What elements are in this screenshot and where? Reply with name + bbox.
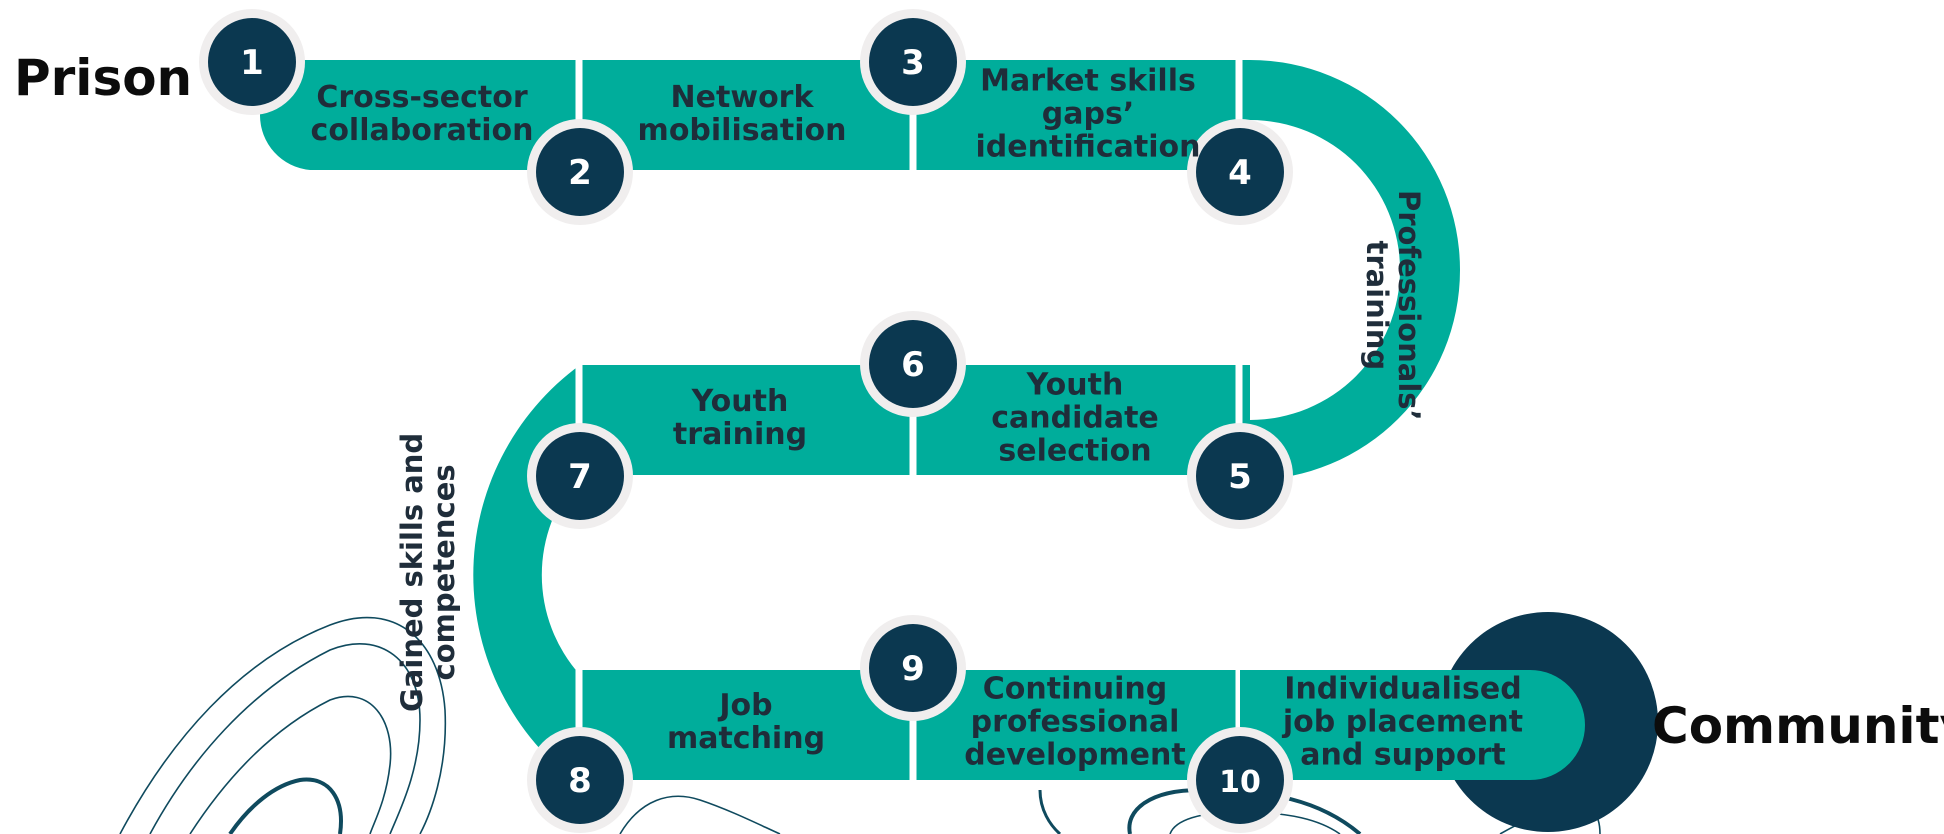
- step-6-label: Youth candidate selection: [991, 367, 1159, 469]
- start-label: Prison: [14, 49, 193, 107]
- step-4-marker: 4: [1187, 119, 1293, 225]
- step-2-label: Cross-sector collaboration: [310, 80, 534, 148]
- contour-line: [149, 643, 421, 834]
- road-middle-band: [473, 365, 1251, 785]
- step-7-label: Youth training: [672, 384, 808, 452]
- step-4-label: Market skills gaps’ identification: [975, 63, 1201, 165]
- step-marker-circle: [208, 18, 296, 106]
- step-marker-circle: [536, 736, 624, 824]
- end-label: Community: [1652, 697, 1944, 755]
- step-number: 9: [901, 649, 925, 689]
- step-number: 5: [1228, 457, 1252, 497]
- step-5-marker: 5: [1187, 423, 1293, 529]
- step-number: 10: [1219, 765, 1261, 800]
- step-8-label: Gained skills and competences: [395, 432, 461, 712]
- step-8-marker: 8: [527, 727, 633, 833]
- step-6-marker: 6: [860, 311, 966, 417]
- step-number: 7: [568, 457, 592, 497]
- step-number: 6: [901, 345, 925, 385]
- final-segment-label: Individualised job placement and support: [1282, 671, 1524, 773]
- step-marker-circle: [869, 320, 957, 408]
- contour-line: [1038, 789, 1062, 834]
- step-marker-circle: [1196, 128, 1284, 216]
- step-7-marker: 7: [527, 423, 633, 529]
- step-marker-circle: [536, 128, 624, 216]
- step-3-marker: 3: [860, 9, 966, 115]
- step-marker-circle: [1196, 736, 1284, 824]
- contour-line: [619, 795, 781, 834]
- step-9-marker: 9: [860, 615, 966, 721]
- step-number: 2: [568, 153, 592, 193]
- contour-line: [119, 616, 447, 834]
- step-number: 3: [901, 43, 925, 83]
- step-10-label: Continuing professional development: [964, 671, 1186, 773]
- road-end-cap: [1240, 670, 1585, 780]
- step-3-label: Network mobilisation: [637, 80, 847, 148]
- contour-line: [189, 695, 392, 834]
- step-number: 4: [1228, 153, 1252, 193]
- step-9-label: Job matching: [666, 688, 826, 756]
- contour-line: [228, 777, 343, 834]
- step-number: 1: [240, 43, 264, 83]
- step-1-marker: 1: [199, 9, 305, 115]
- step-marker-circle: [869, 624, 957, 712]
- step-marker-circle: [536, 432, 624, 520]
- step-5-label: Professionals’ training: [1360, 190, 1426, 421]
- step-markers: 1 2 3 4 5 6 7 8 9 10: [199, 9, 1293, 833]
- step-marker-circle: [1196, 432, 1284, 520]
- step-marker-circle: [869, 18, 957, 106]
- step-number: 8: [568, 761, 592, 801]
- step-2-marker: 2: [527, 119, 633, 225]
- step-10-marker: 10: [1187, 727, 1293, 833]
